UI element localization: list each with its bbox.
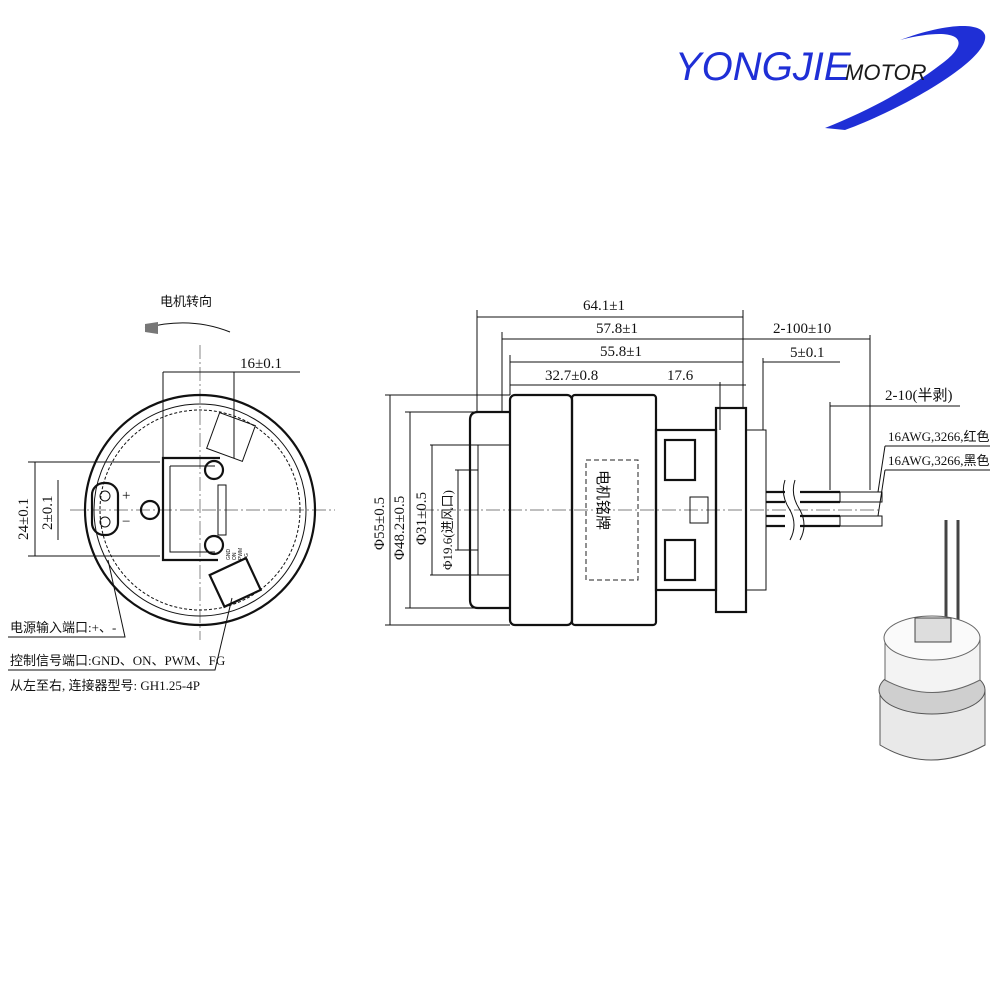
minus-label: − xyxy=(122,514,130,530)
nameplate-label: 电机铭牌 xyxy=(594,470,611,530)
pin-on: ON xyxy=(232,552,238,560)
dim-width-label: 16±0.1 xyxy=(240,356,282,372)
pin-gnd: GND xyxy=(226,549,232,561)
dim-strip-label: 2-10(半剥) xyxy=(885,387,953,404)
screw-icon xyxy=(139,499,161,521)
dim-2-label: 2±0.1 xyxy=(40,496,56,530)
dia-19-label: Φ19.6(进风口) xyxy=(440,490,455,570)
wire-gland xyxy=(745,429,767,591)
motor-rim-circle xyxy=(99,409,301,611)
dim-57-label: 57.8±1 xyxy=(596,321,638,337)
pin-pwm: PWM xyxy=(238,548,244,560)
dim-32-label: 32.7±0.8 xyxy=(545,368,598,384)
nameplate-area xyxy=(585,459,639,581)
break-line xyxy=(782,479,795,541)
rotation-label: 电机转向 xyxy=(160,294,212,309)
motor-product-image xyxy=(878,520,986,761)
label-patch xyxy=(206,412,256,462)
side-view: 电机铭牌 64.1±1 57.8 xyxy=(372,298,990,627)
dim-55-label: 55.8±1 xyxy=(600,344,642,360)
slot xyxy=(217,484,227,536)
dim-17-label: 17.6 xyxy=(667,368,694,384)
rotation-arrow-head-icon xyxy=(145,322,158,334)
stripped-end xyxy=(839,515,883,527)
front-view: 电机转向 + − GND ON PWM FG 16±0.1 xyxy=(16,294,335,640)
leader-line xyxy=(8,597,233,671)
power-port-note: 电源输入端口:+、- xyxy=(10,620,116,635)
signal-connector xyxy=(208,556,263,609)
bracket-inner xyxy=(169,465,215,553)
terminal-minus-hole xyxy=(99,516,111,528)
inlet xyxy=(477,444,511,576)
capacitor xyxy=(663,438,697,482)
dim-24-label: 24±0.1 xyxy=(16,498,32,540)
dim-5-label: 5±0.1 xyxy=(790,345,824,361)
logo-brand: YONGJIE xyxy=(675,45,852,89)
logo-swoosh xyxy=(825,25,986,131)
connector-note: 从左至右, 连接器型号: GH1.25-4P xyxy=(10,678,200,693)
chip xyxy=(689,496,709,524)
plus-label: + xyxy=(122,488,130,504)
dia-48-label: Φ48.2±0.5 xyxy=(392,496,408,560)
notes: 电源输入端口:+、- 控制信号端口:GND、ON、PWM、FG 从左至右, 连接… xyxy=(8,559,233,693)
terminal-plus-hole xyxy=(99,490,111,502)
brand-logo: YONGJIE MOTOR xyxy=(675,25,986,131)
screw-icon xyxy=(203,534,225,556)
motor-inner-circle xyxy=(93,403,307,617)
signal-port-note: 控制信号端口:GND、ON、PWM、FG xyxy=(10,653,225,668)
leader-line xyxy=(8,559,126,638)
power-terminal xyxy=(90,481,120,537)
dia-55-label: Φ55±0.5 xyxy=(372,497,388,550)
dia-31-label: Φ31±0.5 xyxy=(414,492,430,545)
stripped-end xyxy=(839,491,883,503)
pin-fg: FG xyxy=(244,553,250,560)
wire-black-label: 16AWG,3266,黑色 xyxy=(888,453,990,468)
logo-suffix: MOTOR xyxy=(845,60,927,85)
screw-icon xyxy=(203,459,225,481)
break-line xyxy=(792,479,805,541)
dim-total-label: 64.1±1 xyxy=(583,298,625,314)
dim-lead-label: 2-100±10 xyxy=(773,321,831,337)
bracket xyxy=(161,456,220,562)
capacitor xyxy=(663,538,697,582)
wire-red-label: 16AWG,3266,红色 xyxy=(888,429,990,444)
motor-outer-circle xyxy=(83,393,317,627)
